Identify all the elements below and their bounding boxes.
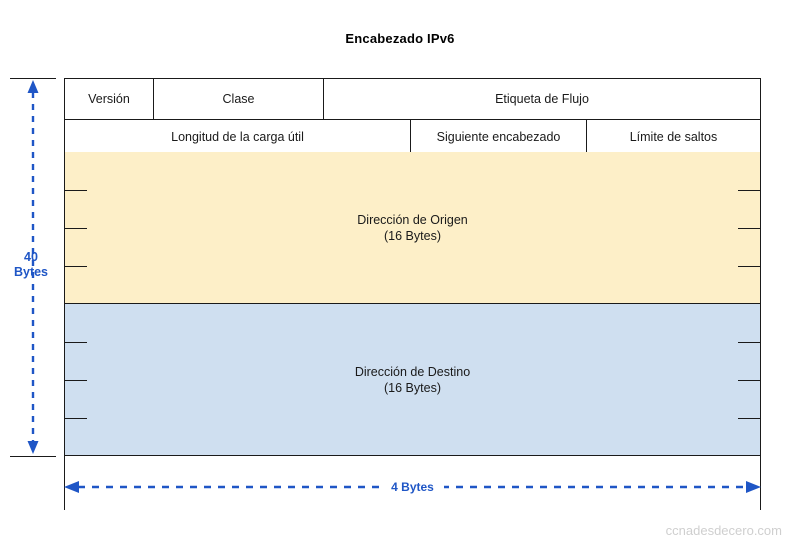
field-flow-label[interactable]: Etiqueta de Flujo [323, 79, 760, 119]
destination-address-size: (16 Bytes) [384, 380, 441, 395]
horizontal-measure-arrow-icon [64, 478, 761, 496]
source-address-title: Dirección de Origen [357, 212, 468, 227]
horizontal-measure-text: 4 Bytes [381, 480, 444, 494]
field-version[interactable]: Versión [88, 92, 130, 106]
ipv6-header-table: Versión Clase Etiqueta de Flujo Longitud… [64, 78, 761, 154]
width-guide-line-right [760, 456, 761, 510]
row-tick-left-1 [65, 190, 87, 191]
field-source-address-block[interactable]: Dirección de Origen (16 Bytes) [64, 152, 761, 304]
row-tick-right-3 [738, 266, 760, 267]
measure-cap-top [10, 78, 56, 79]
watermark: ccnadesdecero.com [665, 523, 782, 538]
measure-cap-bottom [10, 456, 56, 457]
row-tick-left-3 [65, 418, 87, 419]
destination-address-title: Dirección de Destino [354, 364, 471, 379]
row-tick-right-1 [738, 190, 760, 191]
field-payload-length[interactable]: Longitud de la carga útil [171, 129, 304, 144]
width-guide-line-left [64, 456, 65, 510]
row-tick-left-3 [65, 266, 87, 267]
page-title: Encabezado IPv6 [345, 31, 455, 46]
vertical-measure-label: 40 Bytes [0, 250, 62, 280]
header-row-1: Versión Clase Etiqueta de Flujo [65, 79, 760, 119]
destination-address-label: Dirección de Destino (16 Bytes) [65, 364, 760, 396]
horizontal-measure-label: 4 Bytes [64, 480, 761, 494]
row-tick-right-2 [738, 380, 760, 381]
field-next-header[interactable]: Siguiente encabezado [410, 120, 586, 153]
vertical-measure-unit: Bytes [13, 265, 49, 279]
field-hop-limit[interactable]: Límite de saltos [586, 120, 760, 153]
row-tick-right-3 [738, 418, 760, 419]
row-tick-right-2 [738, 228, 760, 229]
row-tick-right-1 [738, 342, 760, 343]
field-traffic-class[interactable]: Clase [153, 79, 323, 119]
row-tick-left-2 [65, 228, 87, 229]
vertical-measure-arrow-icon [25, 80, 41, 454]
field-destination-address-block[interactable]: Dirección de Destino (16 Bytes) [64, 304, 761, 456]
source-address-size: (16 Bytes) [384, 228, 441, 243]
vertical-measure-value: 40 [24, 250, 38, 264]
source-address-label: Dirección de Origen (16 Bytes) [65, 212, 760, 244]
row-tick-left-2 [65, 380, 87, 381]
header-row-2: Longitud de la carga útil Siguiente enca… [65, 119, 760, 153]
row-tick-left-1 [65, 342, 87, 343]
